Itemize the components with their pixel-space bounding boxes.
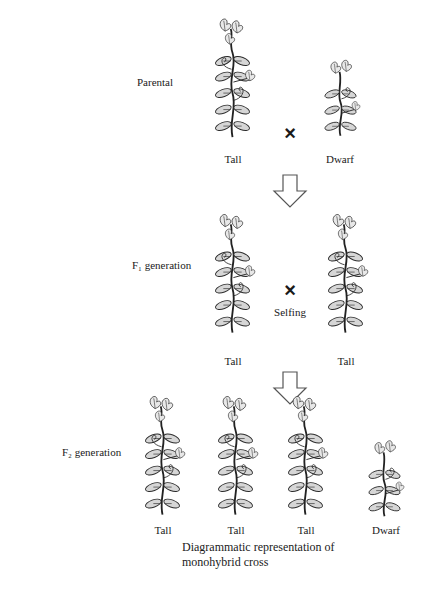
down-arrow	[274, 175, 306, 207]
phenotype-label: Tall	[338, 355, 355, 368]
process-label: Selfing	[274, 306, 306, 319]
dwarf-plant	[324, 60, 360, 136]
phenotype-label: Dwarf	[372, 524, 400, 537]
tall-plant	[214, 19, 254, 137]
phenotype-label: Tall	[225, 153, 242, 166]
phenotype-label: Dwarf	[326, 153, 354, 166]
phenotype-label: Tall	[155, 524, 172, 537]
down-arrow	[274, 372, 306, 404]
dwarf-plant	[368, 441, 404, 517]
tall-plant	[287, 396, 327, 514]
cross-symbol: ×	[284, 121, 296, 145]
tall-plant	[144, 396, 184, 514]
phenotype-label: Tall	[225, 355, 242, 368]
tall-plant	[217, 396, 257, 514]
row-label: Parental	[137, 76, 173, 89]
phenotype-label: Tall	[298, 524, 315, 537]
tall-plant	[214, 214, 254, 332]
figure-caption: Diagrammatic representation of monohybri…	[182, 540, 350, 570]
phenotype-label: Tall	[228, 524, 245, 537]
tall-plant	[327, 214, 367, 332]
row-label: F₁ generation	[132, 259, 191, 272]
cross-symbol: ×	[284, 278, 296, 302]
row-label: F₂ generation	[62, 446, 121, 459]
